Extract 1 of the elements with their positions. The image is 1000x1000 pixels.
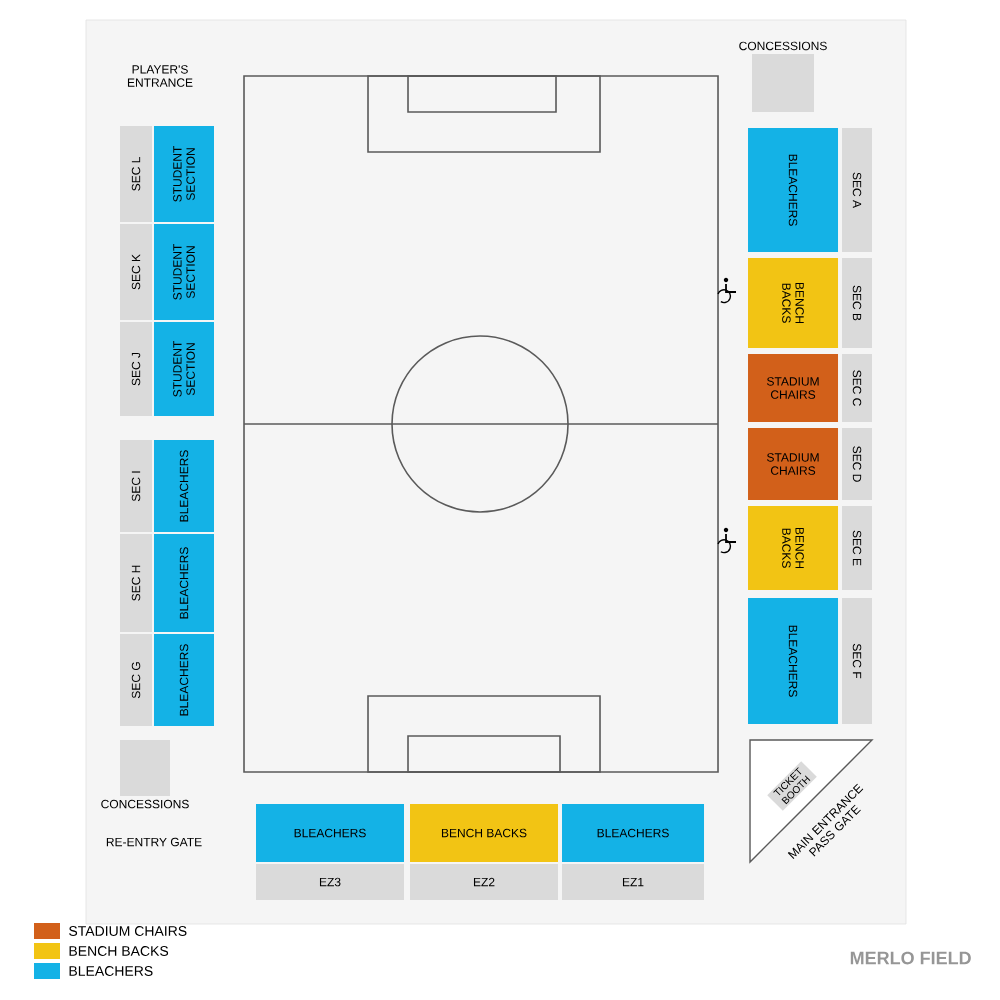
venue-name: MERLO FIELD [850,951,971,965]
